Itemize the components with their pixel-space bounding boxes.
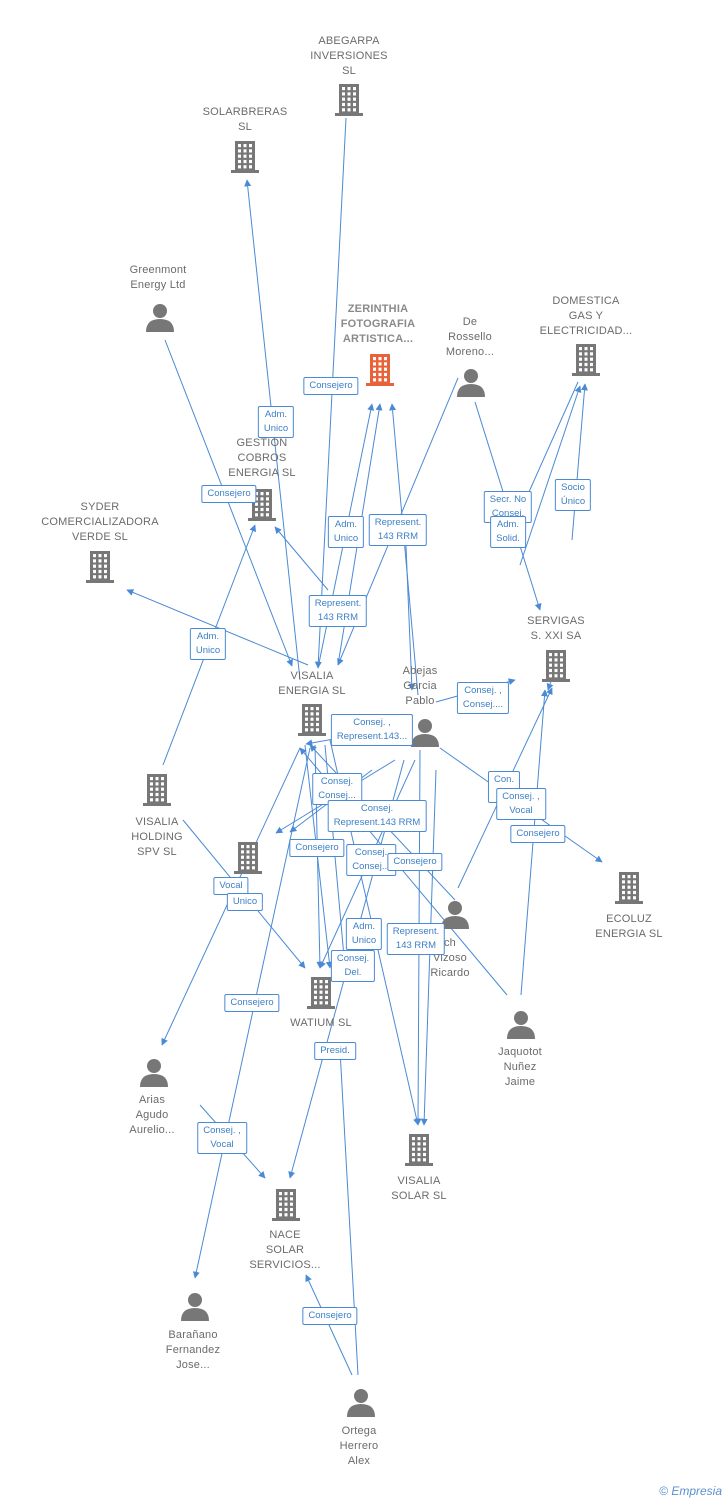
edge-label[interactable]: Represent. 143 RRM — [368, 514, 428, 546]
edge-line — [389, 403, 419, 696]
edge-label[interactable]: Adm. Unico — [189, 628, 227, 660]
node-label-vizoso[interactable]: ch Vizoso Ricardo — [430, 937, 470, 979]
edge-label[interactable]: Consejero — [387, 853, 443, 871]
building-icon[interactable] — [86, 551, 114, 583]
building-icon[interactable] — [231, 141, 259, 173]
edge-label[interactable]: Adm. Unico — [257, 406, 295, 438]
building-icon[interactable] — [405, 1134, 433, 1166]
edge-line — [519, 385, 582, 566]
person-icon[interactable] — [140, 1059, 168, 1087]
edge-line — [571, 383, 588, 541]
building-icon[interactable] — [615, 872, 643, 904]
person-icon[interactable] — [181, 1293, 209, 1321]
node-label-greenmont[interactable]: Greenmont Energy Ltd — [129, 264, 187, 291]
building-icon[interactable] — [248, 489, 276, 521]
building-icon[interactable] — [366, 354, 394, 386]
edge-label[interactable]: Consejero — [201, 485, 257, 503]
building-icon[interactable] — [335, 84, 363, 116]
edge-label[interactable]: Consejero — [303, 377, 359, 395]
node-label-nace[interactable]: NACE SOLAR SERVICIOS... — [249, 1229, 321, 1271]
building-icon[interactable] — [143, 774, 171, 806]
edge-label[interactable]: Socio Único — [554, 479, 592, 511]
edge-label[interactable]: Consej. Del. — [330, 950, 376, 982]
node-label-servigas[interactable]: SERVIGAS S. XXI SA — [527, 615, 585, 642]
node-label-abejas[interactable]: Abejas Garcia Pablo — [402, 665, 438, 707]
edge-label[interactable]: Consej. Represent.143 RRM — [327, 800, 427, 832]
edge-line — [404, 521, 416, 691]
building-icon[interactable] — [234, 842, 262, 874]
node-label-ortega[interactable]: Ortega Herrero Alex — [339, 1425, 379, 1467]
node-label-syder[interactable]: SYDER COMERCIALIZADORA VERDE SL — [41, 501, 159, 543]
node-label-ecoluz[interactable]: ECOLUZ ENERGIA SL — [595, 913, 663, 940]
edge-line — [274, 526, 329, 591]
edge-label[interactable]: Unico — [226, 893, 264, 911]
edge-line — [336, 1049, 359, 1376]
edge-label[interactable]: Consejero — [302, 1307, 358, 1325]
person-icon[interactable] — [507, 1011, 535, 1039]
node-label-gestion[interactable]: GESTION COBROS ENERGIA SL — [228, 437, 296, 479]
node-label-jaquotot[interactable]: Jaquotot Nuñez Jaime — [498, 1046, 542, 1088]
edge-line — [126, 589, 309, 666]
building-icon[interactable] — [298, 704, 326, 736]
edge-label[interactable]: Presid. — [314, 1042, 356, 1060]
brand-name: Empresia — [671, 1484, 722, 1498]
node-label-zerinthia[interactable]: ZERINTHIA FOTOGRAFIA ARTISTICA... — [340, 303, 416, 345]
edge-label[interactable]: Consej. , Vocal — [496, 788, 546, 820]
node-label-derossello[interactable]: De Rossello Moreno... — [445, 316, 495, 358]
edge-label[interactable]: Consej. , Represent.143... — [330, 714, 414, 746]
icons-layer — [86, 84, 643, 1417]
copyright-icon: © — [659, 1484, 668, 1498]
node-label-domestica[interactable]: DOMESTICA GAS Y ELECTRICIDAD... — [539, 295, 633, 337]
edge-label[interactable]: Consej. , Vocal — [197, 1122, 247, 1154]
edge-label[interactable]: Adm. Unico — [327, 516, 365, 548]
edge-label[interactable]: Consej. , Consej.... — [456, 682, 510, 714]
building-icon[interactable] — [272, 1189, 300, 1221]
edge-label[interactable]: Represent. 143 RRM — [308, 595, 368, 627]
edge-label[interactable]: Consejero — [224, 994, 280, 1012]
building-icon[interactable] — [572, 344, 600, 376]
edge-line — [305, 1274, 353, 1376]
edge-label[interactable]: Adm. Unico — [345, 918, 383, 950]
building-icon[interactable] — [307, 977, 335, 1009]
node-label-visalia_solar[interactable]: VISALIA SOLAR SL — [391, 1175, 447, 1202]
node-label-watium[interactable]: WATIUM SL — [290, 1017, 352, 1029]
edge-label[interactable]: Consejero — [289, 839, 345, 857]
person-icon[interactable] — [146, 304, 174, 332]
edge-line — [192, 747, 311, 1279]
edge-line — [164, 339, 293, 667]
building-icon[interactable] — [542, 650, 570, 682]
person-icon[interactable] — [411, 719, 439, 747]
edge-label[interactable]: Consejero — [510, 825, 566, 843]
person-icon[interactable] — [457, 369, 485, 397]
edge-label[interactable]: Adm. Solid. — [490, 516, 526, 548]
edge-label[interactable]: Consej. Consej... — [312, 773, 362, 805]
node-label-visalia_holding[interactable]: VISALIA HOLDING SPV SL — [131, 816, 183, 858]
person-icon[interactable] — [347, 1389, 375, 1417]
person-icon[interactable] — [441, 901, 469, 929]
node-label-abegarpa[interactable]: ABEGARPA INVERSIONES SL — [310, 35, 388, 77]
node-label-solarbreras[interactable]: SOLARBRERAS SL — [202, 106, 288, 133]
node-label-visalia_energia[interactable]: VISALIA ENERGIA SL — [278, 670, 346, 697]
edge-label[interactable]: Represent. 143 RRM — [386, 923, 446, 955]
node-label-arias[interactable]: Arias Agudo Aurelio... — [129, 1094, 175, 1136]
node-label-barañano[interactable]: Barañano Fernandez Jose... — [165, 1329, 221, 1371]
footer-brand[interactable]: © Empresia — [659, 1484, 722, 1498]
